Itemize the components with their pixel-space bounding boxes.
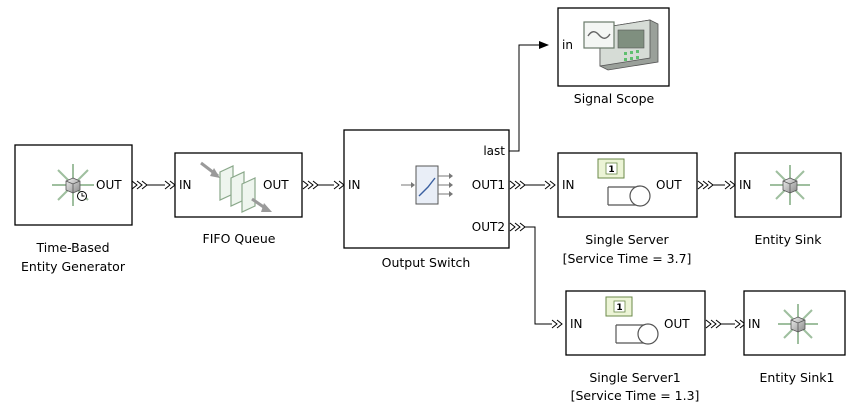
switch-out1-port: OUT1 [472, 178, 505, 192]
server-in-port: IN [562, 178, 575, 192]
server1-icon: 1 [605, 296, 659, 345]
line-server-to-sink[interactable] [697, 180, 736, 190]
server-count: 1 [608, 165, 614, 175]
fifo-label: FIFO Queue [203, 231, 276, 246]
server1-out-port: OUT [664, 317, 690, 331]
switch-out2-port: OUT2 [472, 220, 505, 234]
queue-icon [200, 161, 272, 213]
line-switch-to-scope[interactable] [508, 41, 549, 152]
entity-sink-icon [770, 165, 810, 205]
generator-label-line2: Entity Generator [21, 259, 126, 274]
server1-label-line2: [Service Time = 1.3] [571, 388, 700, 403]
scope-in-port: in [562, 38, 573, 52]
server1-count: 1 [616, 303, 622, 313]
switch-label: Output Switch [382, 255, 471, 270]
sink1-label: Entity Sink1 [760, 370, 835, 385]
fifo-in-port: IN [179, 178, 192, 192]
sink1-in-port: IN [748, 317, 761, 331]
switch-last-port: last [483, 144, 505, 158]
switch-in-port: IN [348, 178, 361, 192]
block-entity-sink1[interactable]: IN [743, 290, 846, 356]
server1-label-line1: Single Server1 [589, 370, 680, 385]
block-single-server[interactable]: IN OUT 1 [557, 152, 698, 218]
line-switch-to-server1[interactable] [509, 222, 563, 329]
sink-label: Entity Sink [754, 232, 822, 247]
server-icon: 1 [597, 158, 651, 207]
line-fifo-to-switch[interactable] [302, 180, 345, 190]
generator-out-port: OUT [96, 178, 122, 192]
line-server1-to-sink1[interactable] [705, 319, 746, 329]
fifo-out-port: OUT [263, 178, 289, 192]
block-entity-sink[interactable]: IN [734, 152, 842, 218]
server-label-line2: [Service Time = 3.7] [563, 251, 692, 266]
entity-sink1-icon [778, 304, 818, 344]
server-out-port: OUT [656, 178, 682, 192]
entity-generator-icon [52, 164, 94, 206]
switch-icon [401, 165, 453, 205]
server-label-line1: Single Server [585, 232, 669, 247]
line-switch-to-server[interactable] [509, 180, 556, 190]
block-output-switch[interactable]: IN last OUT1 OUT2 [343, 129, 510, 249]
line-generator-to-fifo[interactable] [131, 180, 176, 190]
generator-label-line1: Time-Based [35, 240, 109, 255]
scope-icon [583, 19, 659, 71]
scope-label: Signal Scope [574, 91, 655, 106]
block-time-based-entity-generator[interactable]: OUT [14, 144, 133, 226]
block-fifo-queue[interactable]: IN OUT [174, 152, 303, 218]
sink-in-port: IN [739, 178, 752, 192]
block-signal-scope[interactable]: in [557, 7, 670, 87]
block-single-server1[interactable]: IN OUT 1 [565, 290, 706, 356]
server1-in-port: IN [570, 317, 583, 331]
